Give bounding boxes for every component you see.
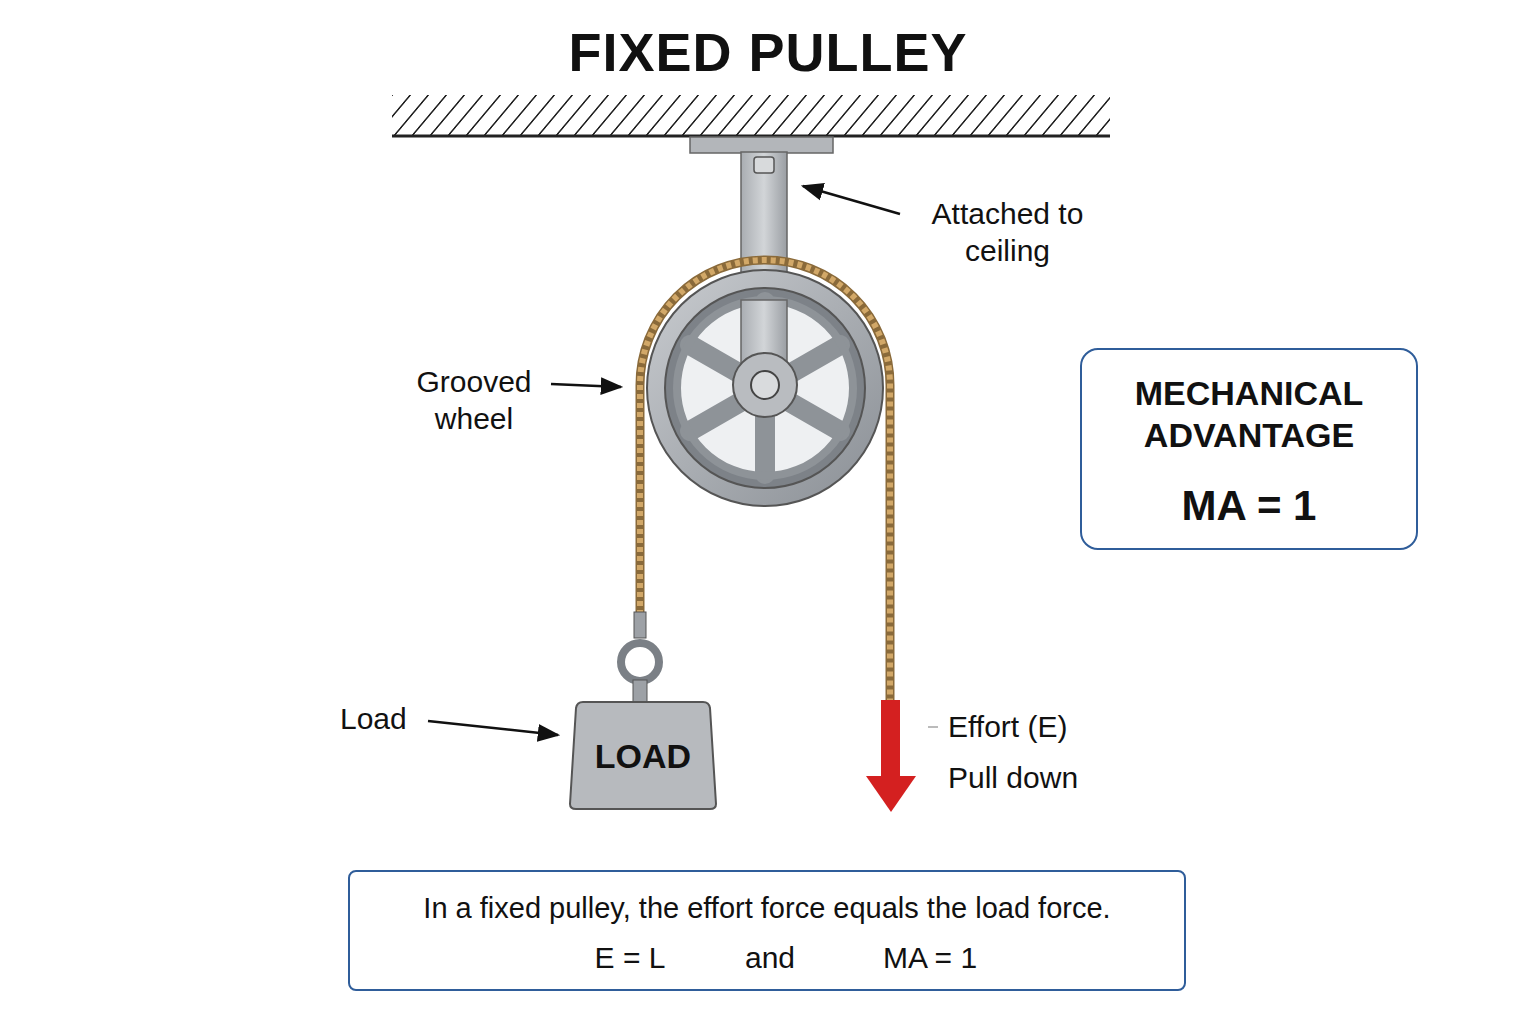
part-label: Load (340, 700, 430, 737)
caption-text: In a fixed pulley, the effort force equa… (350, 890, 1184, 926)
load-weight: LOAD (568, 700, 718, 811)
info-box: MECHANICAL ADVANTAGE MA = 1 (1080, 348, 1418, 550)
conjunction: and (690, 940, 850, 976)
formula: MA = 1 (1082, 482, 1416, 530)
leader-lines (428, 186, 900, 735)
ceiling (392, 95, 1110, 136)
caption-box: In a fixed pulley, the effort force equa… (348, 870, 1186, 991)
box-heading: MECHANICAL ADVANTAGE (1082, 372, 1416, 456)
part-label: Attached to ceiling (905, 195, 1110, 269)
hook-ring (621, 612, 659, 702)
equation: MA = 1 (810, 940, 1050, 976)
load-text: LOAD (568, 736, 718, 776)
effort-arrow (866, 700, 938, 812)
equation: E = L (530, 940, 730, 976)
part-label: Grooved wheel (398, 363, 550, 437)
force-label: Pull down (948, 759, 1148, 796)
grooved-wheel (647, 270, 883, 506)
rope (640, 260, 890, 700)
diagram-title: FIXED PULLEY (0, 22, 1536, 82)
force-label: Effort (E) (948, 708, 1148, 745)
